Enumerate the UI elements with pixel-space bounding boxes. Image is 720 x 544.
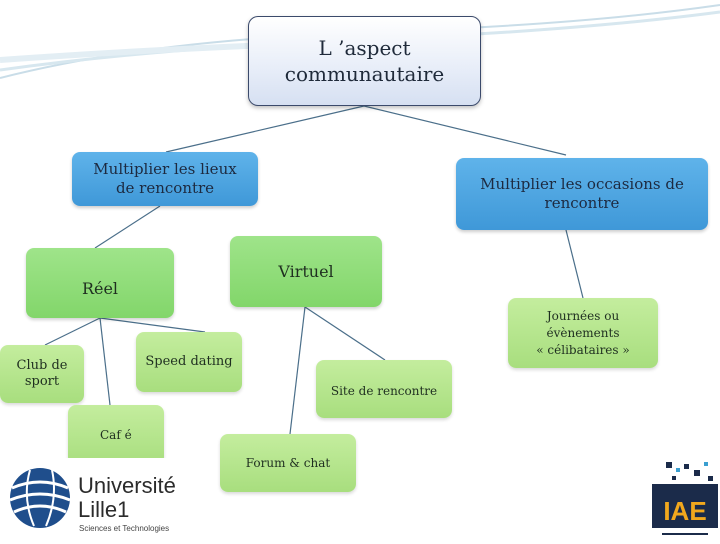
node-cafe-label: Caf é	[100, 427, 132, 443]
connector	[100, 318, 110, 405]
node-cafe: Caf é	[68, 405, 164, 465]
node-reel: Réel	[26, 248, 174, 318]
node-journees-line1: Journées ou	[547, 308, 619, 325]
node-occasions-line1: Multiplier les occasions de	[480, 175, 684, 194]
node-multiplier-occasions: Multiplier les occasions de rencontre	[456, 158, 708, 230]
node-occasions-line2: rencontre	[545, 194, 620, 213]
logo-lille1-text: Lille1	[78, 497, 129, 522]
node-forum-chat: Forum & chat	[220, 434, 356, 492]
root-line1: L ’aspect	[318, 35, 410, 61]
node-lieux-line2: de rencontre	[116, 179, 214, 198]
lille1-globe-icon: Université Lille1 Sciences et Technologi…	[0, 458, 200, 540]
node-journees-line3: « célibataires »	[536, 342, 629, 359]
node-site-label: Site de rencontre	[331, 383, 437, 399]
logo-sciences-text: Sciences et Technologies	[79, 524, 169, 533]
node-multiplier-lieux: Multiplier les lieux de rencontre	[72, 152, 258, 206]
connector	[290, 307, 305, 434]
connector	[166, 106, 364, 152]
root-node: L ’aspect communautaire	[248, 16, 481, 106]
connector	[566, 230, 583, 298]
node-virtuel-label: Virtuel	[278, 262, 333, 281]
node-speed-dating: Speed dating	[136, 332, 242, 392]
node-virtuel: Virtuel	[230, 236, 382, 307]
iae-logo: IAE	[648, 458, 720, 540]
root-line2: communautaire	[285, 61, 445, 87]
node-speed-label: Speed dating	[145, 354, 232, 370]
node-club-de-sport: Club de sport	[0, 345, 84, 403]
node-club-line2: sport	[25, 374, 59, 390]
node-journees-evenements: Journées ou évènements « célibataires »	[508, 298, 658, 368]
universite-lille1-logo: Université Lille1 Sciences et Technologi…	[0, 458, 200, 540]
connector	[45, 318, 100, 345]
node-journees-line2: évènements	[546, 325, 619, 342]
iae-logo-mark: IAE	[648, 458, 720, 540]
node-lieux-line1: Multiplier les lieux	[93, 160, 236, 179]
logo-universite-text: Université	[78, 473, 176, 498]
iae-text: IAE	[663, 496, 706, 526]
connector	[95, 206, 160, 248]
node-site-de-rencontre: Site de rencontre	[316, 360, 452, 418]
connector	[305, 307, 385, 360]
connector	[364, 106, 566, 155]
node-club-line1: Club de	[17, 358, 68, 374]
node-reel-label: Réel	[82, 279, 118, 298]
node-forum-label: Forum & chat	[246, 455, 330, 471]
connector	[100, 318, 205, 332]
